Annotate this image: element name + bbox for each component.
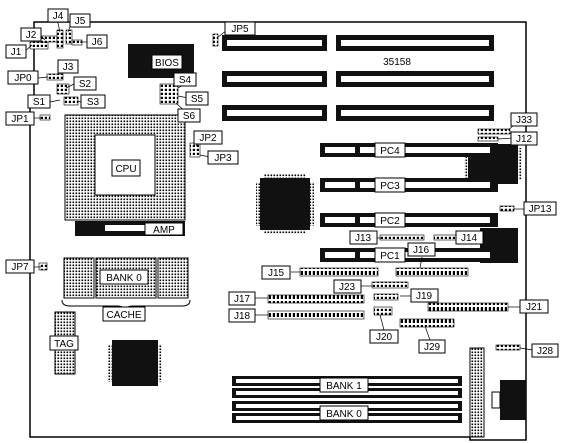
j21-header — [427, 302, 509, 312]
j33-label: J33 — [516, 115, 533, 126]
tag-label: TAG — [54, 339, 74, 350]
j29-label: J29 — [424, 342, 441, 353]
keyboard-connector — [469, 347, 526, 438]
amp-label: AMP — [153, 225, 175, 236]
j16-header — [395, 267, 469, 277]
j20-label: J20 — [376, 332, 393, 343]
cpu-label-box — [111, 159, 141, 177]
j12-label: J12 — [516, 134, 533, 145]
j5-label: J5 — [75, 16, 86, 27]
j23-label: J23 — [339, 282, 356, 293]
board-id: 35158 — [383, 57, 411, 68]
j21-label: J21 — [526, 302, 543, 313]
s5-label: S5 — [191, 94, 204, 105]
j15-label: J15 — [268, 268, 285, 279]
j17-header — [267, 294, 365, 304]
j28-label: J28 — [537, 346, 554, 357]
jp5-label: JP5 — [231, 24, 249, 35]
j4-label: J4 — [53, 11, 64, 22]
j13-label: J13 — [355, 233, 372, 244]
s1-label: S1 — [33, 97, 46, 108]
bios-label: BIOS — [155, 58, 179, 69]
j29-header — [399, 318, 455, 328]
s3-label: S3 — [87, 97, 100, 108]
bank0-cache-label: BANK 0 — [106, 273, 142, 284]
j20-header — [373, 306, 393, 316]
s4-label: S4 — [179, 75, 192, 86]
pc4-label: PC4 — [380, 146, 400, 157]
jp2-label: JP2 — [199, 133, 217, 144]
j2-label: J2 — [26, 30, 37, 41]
j17-label: J17 — [234, 294, 251, 305]
pc2-label: PC2 — [380, 216, 400, 227]
jumper-labels: J1 J2 J3 J4 J5 J6 JP0 S2 S1 S3 JP1 JP5 S… — [5, 8, 559, 358]
chipset-d — [112, 340, 158, 386]
j3-label: J3 — [63, 62, 74, 73]
cache-bank — [61, 257, 191, 313]
cpu-label: CPU — [115, 164, 136, 175]
jp3-label: JP3 — [214, 153, 232, 164]
bank1-label: BANK 1 — [326, 381, 362, 392]
upper-slots — [222, 35, 494, 121]
jp1-label: JP1 — [11, 114, 29, 125]
j14-label: J14 — [461, 233, 478, 244]
j6-label: J6 — [92, 37, 103, 48]
s6-label: S6 — [183, 111, 196, 122]
pc1-label: PC1 — [380, 251, 400, 262]
jp7-label: JP7 — [11, 262, 29, 273]
bank0-label: BANK 0 — [326, 409, 362, 420]
j18-header — [267, 310, 365, 320]
jp13-label: JP13 — [529, 204, 552, 215]
jp0-label: JP0 — [14, 73, 32, 84]
j23-header — [371, 281, 409, 289]
cache-label: CACHE — [106, 310, 141, 321]
pc3-label: PC3 — [380, 181, 400, 192]
j19-label: J19 — [416, 291, 433, 302]
j19-header — [373, 293, 399, 301]
j18-label: J18 — [234, 311, 251, 322]
j1-label: J1 — [11, 47, 22, 58]
bios-label-box — [151, 54, 183, 70]
chipset-a — [260, 178, 310, 230]
jumper-cluster-top-left — [29, 29, 219, 271]
j15-header — [299, 267, 379, 277]
j16-label: J16 — [413, 245, 430, 256]
s2-label: S2 — [79, 79, 92, 90]
